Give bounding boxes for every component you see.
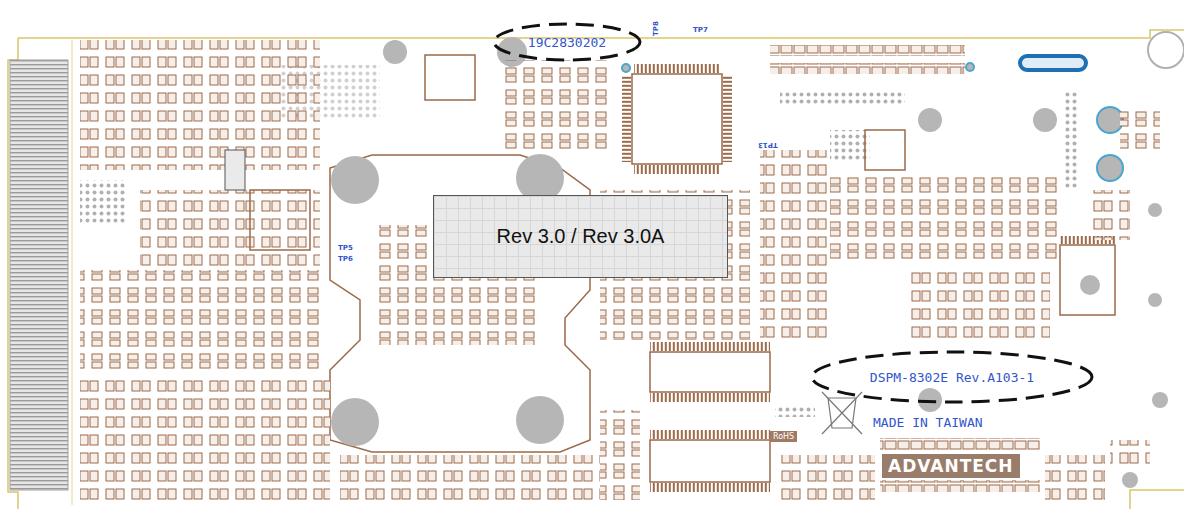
serial-number-callout: 19C2830202 [492, 22, 642, 62]
test-point-label: TP7 [693, 26, 708, 34]
slot [1020, 56, 1086, 70]
test-point-label: TP6 [338, 255, 353, 263]
top-header [770, 45, 965, 74]
ring-holes [622, 63, 1123, 181]
model-revision-callout: DSPM-8302E Rev.A103-1 [810, 350, 1094, 404]
qfp-chip [622, 64, 732, 174]
revision-box: Rev 3.0 / Rev 3.0A [433, 195, 728, 278]
maker-logo: ADVANTECH [882, 454, 1020, 478]
node-text: 19C2830202 [528, 35, 606, 50]
test-point-label: TP5 [338, 244, 353, 252]
memory-chips [425, 55, 1115, 492]
dashed-ellipse-outline [812, 352, 1092, 402]
origin-mark: MADE IN TAIWAN [873, 415, 983, 430]
node-text: DSPM-8302E Rev.A103-1 [870, 370, 1034, 385]
recycle-bin-symbol [822, 392, 862, 434]
dashed-ellipse-outline [494, 24, 640, 60]
test-point-label: TP8 [652, 21, 660, 36]
test-point-label: TP13 [758, 141, 778, 149]
board-outline [8, 30, 1184, 509]
corner-hole [1148, 32, 1184, 68]
rohs-mark: RoHS [770, 431, 797, 442]
node-text: Rev 3.0 / Rev 3.0A [497, 225, 665, 248]
mounting-holes [383, 37, 1168, 488]
passive-components [80, 40, 1160, 500]
